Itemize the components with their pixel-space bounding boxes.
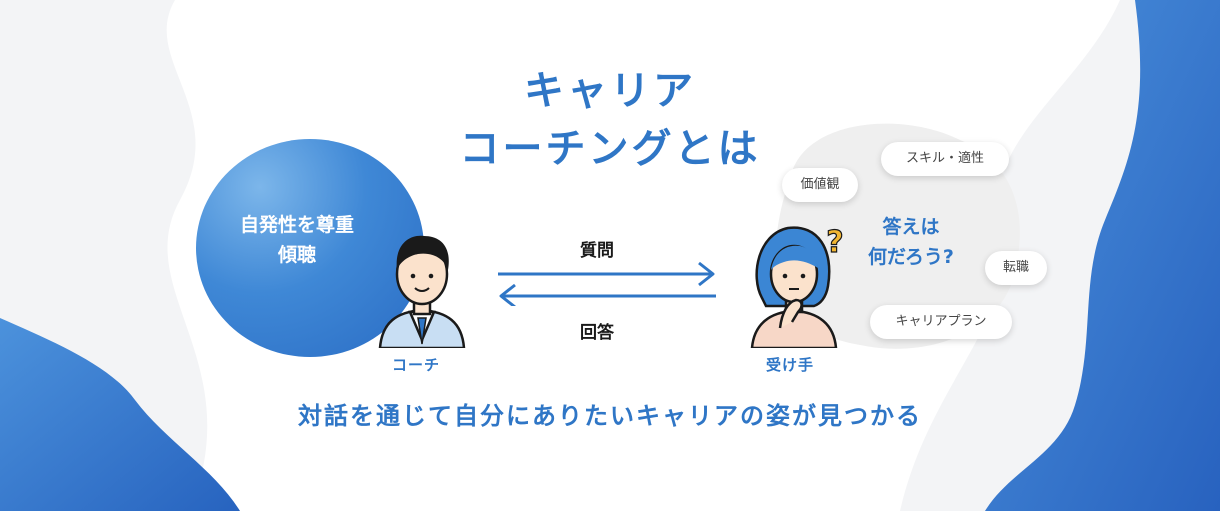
- arrow-left-icon: [499, 283, 716, 306]
- arrow-right-icon: [498, 261, 715, 287]
- receiver-label: 受け手: [766, 356, 815, 374]
- thought-line-1: 答えは: [882, 216, 940, 238]
- question-mark-icon: ?: [826, 224, 845, 260]
- coach-attitude-line-2: 傾聴: [277, 244, 316, 266]
- bubble-career-plan: キャリアプラン: [870, 305, 1012, 339]
- bubble-values: 価値観: [782, 168, 858, 202]
- receiver-illustration: [750, 226, 838, 348]
- question-mark-glyph: ?: [826, 225, 843, 260]
- wave-blue-left: [0, 318, 240, 511]
- coach-circle: [196, 139, 424, 357]
- page-title: キャリア コーチングとは: [410, 62, 810, 178]
- question-label: 質問: [580, 241, 614, 261]
- exchange-arrows: [498, 261, 716, 306]
- coach-attitude-text: 自発性を尊重 傾聴: [222, 210, 372, 270]
- wave-blue-right: [985, 0, 1220, 511]
- title-line-1: キャリア: [524, 68, 696, 114]
- thought-text: 答えは 何だろう?: [846, 212, 976, 272]
- title-line-2: コーチングとは: [459, 126, 761, 172]
- summary-text: 対話を通じて自分にありたいキャリアの姿が見つかる: [298, 402, 922, 430]
- coach-attitude-line-1: 自発性を尊重: [239, 214, 354, 236]
- coach-illustration: [378, 235, 466, 348]
- answer-label: 回答: [580, 323, 614, 343]
- bubble-career-change: 転職: [985, 251, 1047, 285]
- bubble-skills: スキル・適性: [881, 142, 1009, 176]
- thought-line-2: 何だろう?: [868, 246, 954, 268]
- coach-label: コーチ: [392, 356, 441, 374]
